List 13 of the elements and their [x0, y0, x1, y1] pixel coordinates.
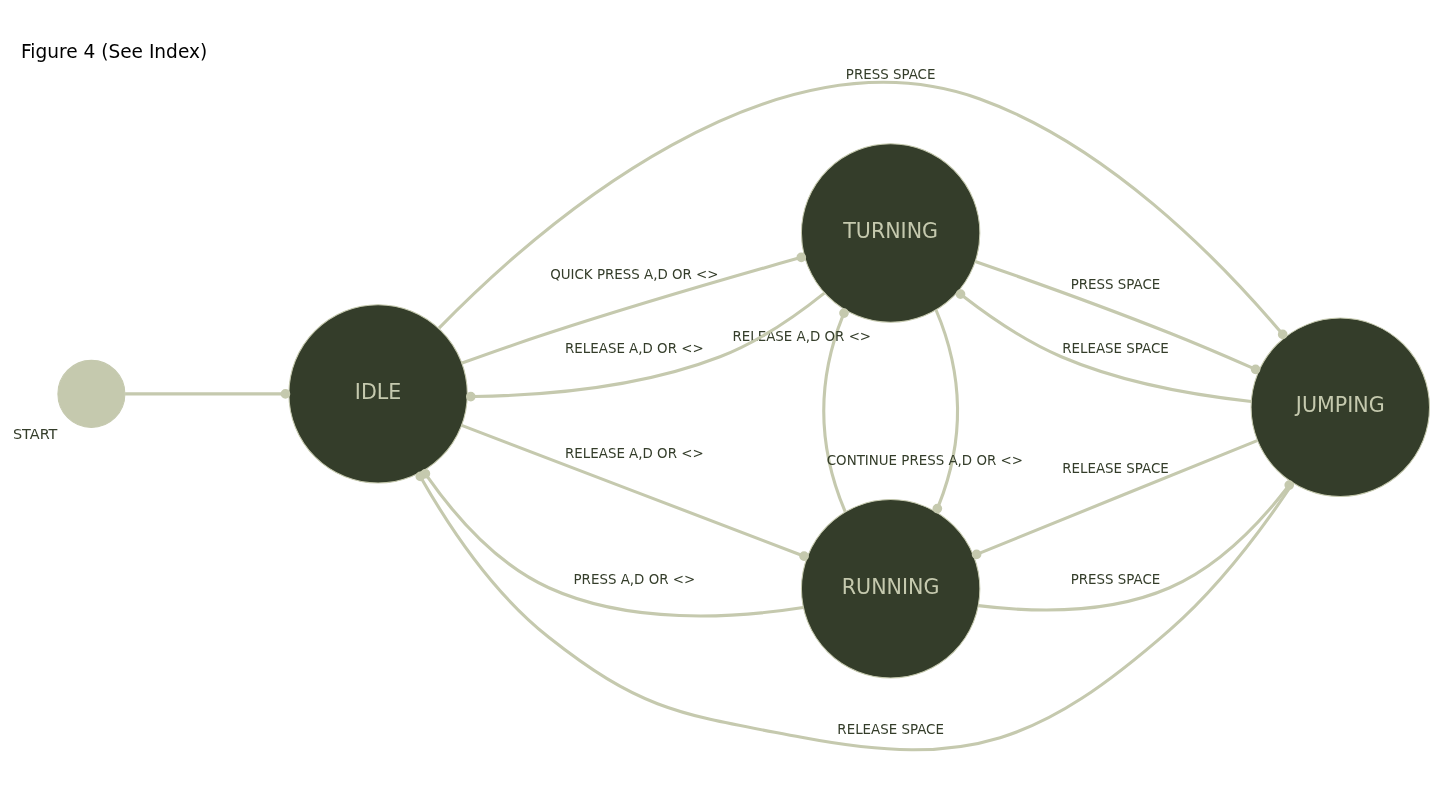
edge-label: RELEASE A,D OR <>	[565, 446, 704, 462]
edge-label: RELEASE A,D OR <>	[565, 341, 704, 357]
edge-label: QUICK PRESS A,D OR <>	[550, 266, 719, 282]
edge-label: PRESS A,D OR <>	[573, 572, 696, 588]
edge-label: RELEASE SPACE	[1062, 460, 1169, 476]
edge-label: RELEASE SPACE	[837, 721, 944, 737]
edge-label: PRESS SPACE	[1070, 277, 1161, 293]
edge-label: PRESS SPACE	[1070, 572, 1161, 588]
diagram-title: Figure 4 (See Index)	[20, 41, 208, 63]
edge-label: RELEASE SPACE	[1062, 341, 1169, 357]
edge-label: CONTINUE PRESS A,D OR <>	[826, 452, 1023, 468]
edge-label: PRESS SPACE	[845, 66, 936, 82]
node-label: START	[12, 425, 58, 442]
